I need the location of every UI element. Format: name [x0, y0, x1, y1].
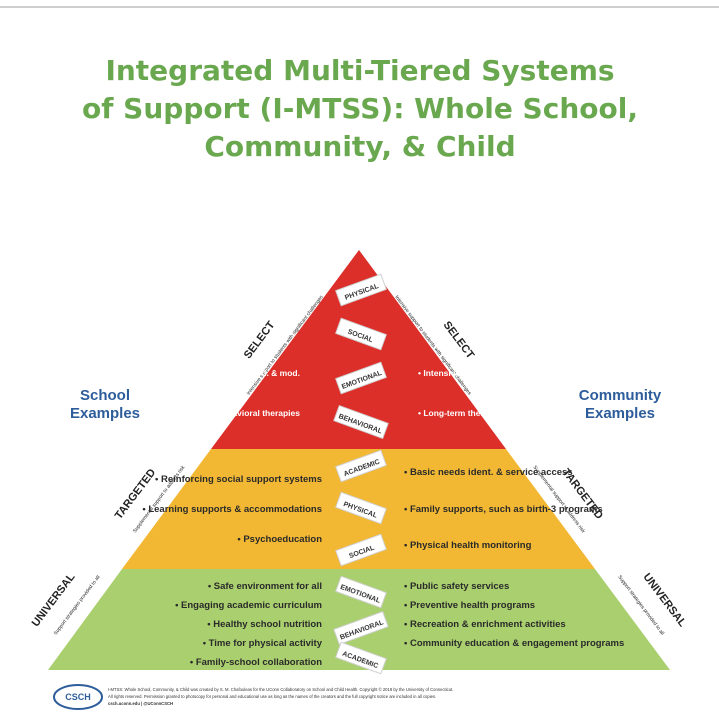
universal-school-item-4: • Time for physical activity: [203, 638, 323, 649]
universal-school-item-3: • Healthy school nutrition: [207, 619, 322, 630]
select-community-item-2: • Long-term therapies: [418, 408, 506, 418]
community-examples-label-1: Community: [579, 387, 662, 404]
select-school-item-1: • Academic remed. & mod.: [193, 368, 300, 378]
targeted-community-item-3: • Physical health monitoring: [404, 540, 532, 551]
csch-logo: [53, 684, 103, 710]
tier-universal: [48, 569, 670, 670]
targeted-school-item-2: • Learning supports & accommodations: [142, 504, 322, 515]
imtss-diagram: PHYSICAL SOCIAL EMOTIONAL BEHAVIORAL ACA…: [0, 250, 719, 719]
title-line-1: Integrated Multi-Tiered Systems: [105, 54, 615, 87]
universal-community-item-1: • Public safety services: [404, 581, 509, 592]
targeted-school-item-1: • Reinforcing social support systems: [155, 474, 322, 485]
tier-select: [211, 250, 506, 449]
select-label-left: SELECT: [242, 319, 278, 361]
footer-line-1: I-MTSS: Whole School, Community, & Child…: [108, 687, 453, 692]
universal-community-item-2: • Preventive health programs: [404, 600, 535, 611]
title-line-2: of Support (I-MTSS): Whole School,: [82, 92, 638, 125]
select-school-item-2: • Behavioral therapies: [211, 408, 300, 418]
school-examples-label-1: School: [80, 387, 130, 404]
universal-school-item-5: • Family-school collaboration: [190, 657, 322, 668]
universal-label-right: UNIVERSAL: [640, 571, 688, 629]
footer-line-2: All rights reserved. Permission granted …: [108, 694, 436, 699]
page-title: Integrated Multi-Tiered Systems of Suppo…: [40, 52, 680, 166]
helix-strip: PHYSICAL SOCIAL EMOTIONAL BEHAVIORAL ACA…: [333, 273, 389, 675]
select-community-item-1: • Intensive family supports: [418, 368, 526, 378]
footer-line-3: csch.uconn.edu | @UConnCSCH: [108, 701, 173, 706]
school-examples-label-2: Examples: [70, 405, 140, 422]
universal-school-item-1: • Safe environment for all: [208, 581, 322, 592]
community-examples-label-2: Examples: [585, 405, 655, 422]
csch-logo-text: CSCH: [65, 692, 91, 702]
top-divider: [0, 6, 719, 8]
select-label-right: SELECT: [441, 319, 477, 361]
targeted-school-item-3: • Psychoeducation: [237, 534, 322, 545]
universal-school-item-2: • Engaging academic curriculum: [175, 600, 322, 611]
universal-community-item-4: • Community education & engagement progr…: [404, 638, 624, 649]
universal-label-left: UNIVERSAL: [30, 571, 78, 629]
targeted-community-item-1: • Basic needs ident. & service access: [404, 467, 573, 478]
universal-community-item-3: • Recreation & enrichment activities: [404, 619, 566, 630]
title-line-3: Community, & Child: [204, 130, 516, 163]
footer: CSCH I-MTSS: Whole School, Community, & …: [53, 684, 453, 710]
targeted-community-item-2: • Family supports, such as birth-3 progr…: [404, 504, 603, 515]
